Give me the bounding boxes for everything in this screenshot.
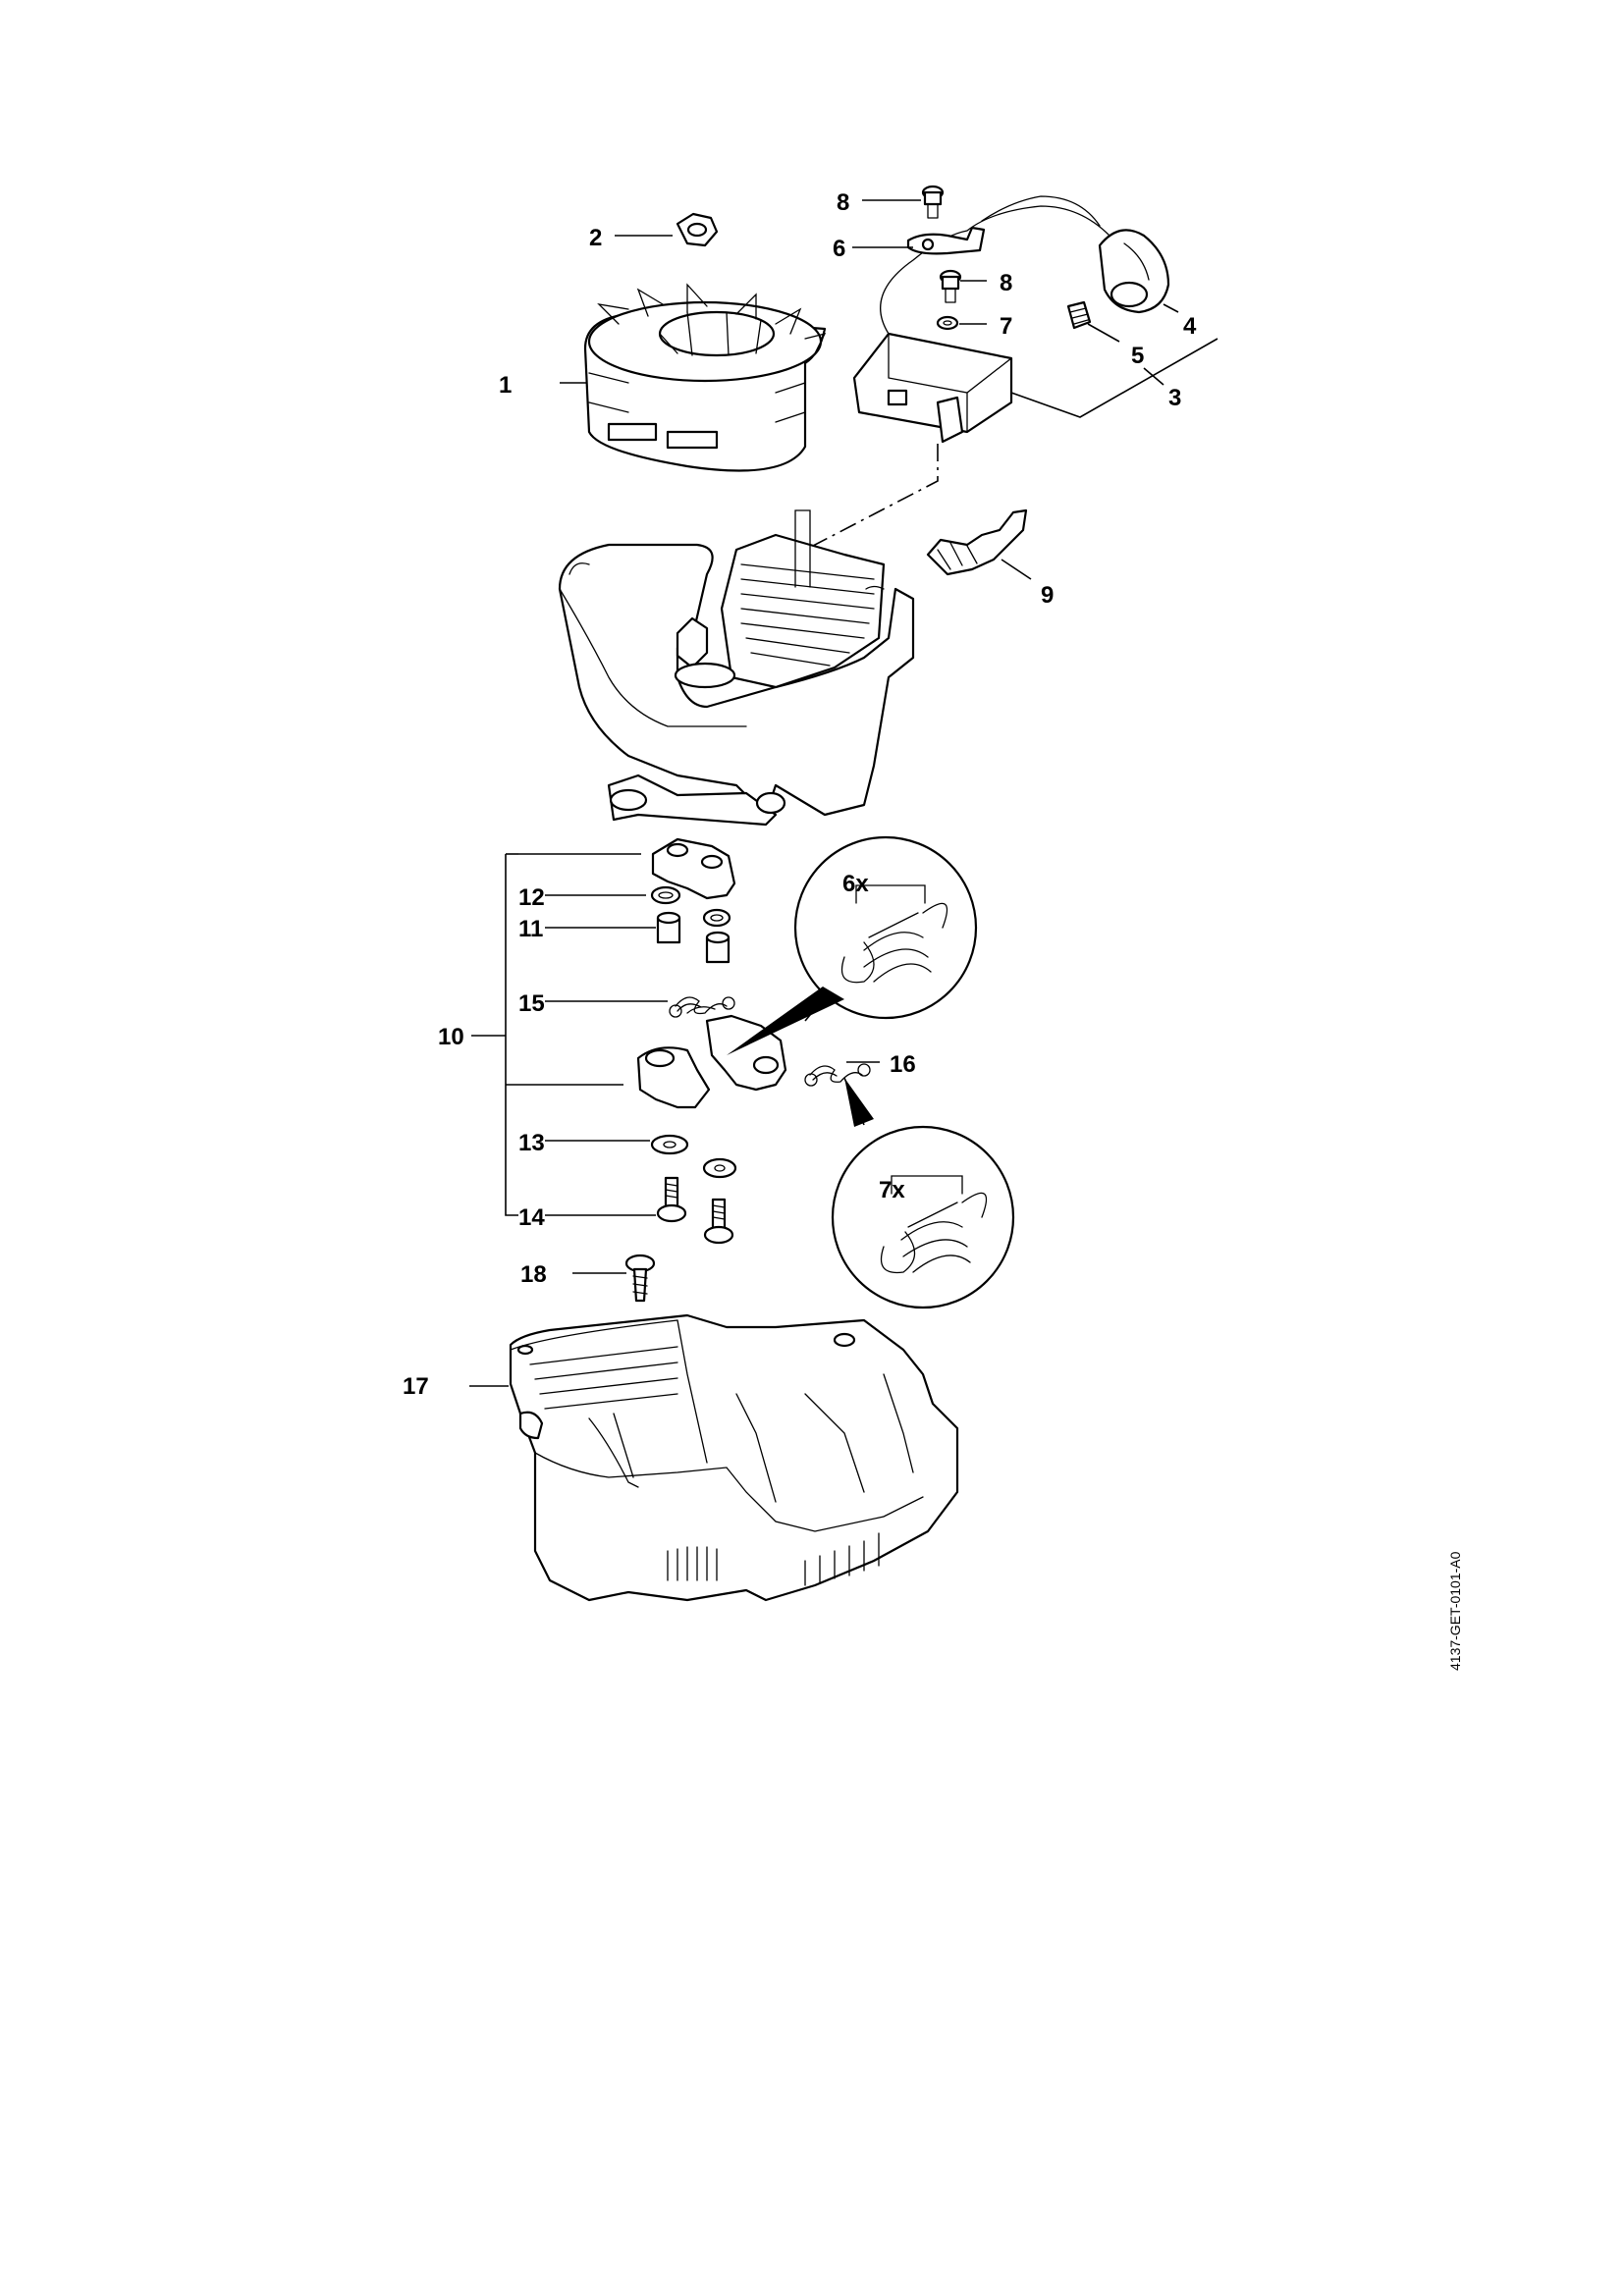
engine-block-part <box>558 509 915 827</box>
screw-part-upper <box>921 185 945 219</box>
callout-15: 15 <box>518 990 545 1017</box>
callout-12: 12 <box>518 884 545 911</box>
spring-detail-7x <box>831 1077 1015 1309</box>
callout-8a: 8 <box>837 189 849 216</box>
nut-part <box>676 212 719 247</box>
callout-labels: 1 2 3 4 5 6 7 8 8 9 10 11 12 13 14 15 16… <box>403 189 1197 1400</box>
callout-2: 2 <box>589 225 602 251</box>
clutch-assembly-bracket <box>471 853 641 1216</box>
callout-16: 16 <box>890 1051 916 1078</box>
spring-part-16 <box>804 1063 871 1087</box>
callout-7: 7 <box>1000 313 1012 340</box>
detail-label-7x: 7x <box>879 1177 905 1203</box>
screw-part-14 <box>656 1176 687 1223</box>
fan-wheel-part <box>583 283 827 472</box>
callout-5: 5 <box>1131 343 1144 369</box>
housing-part <box>509 1313 959 1602</box>
spring-detail-6x <box>727 835 978 1055</box>
washer-part <box>936 315 959 331</box>
callout-17: 17 <box>403 1373 429 1400</box>
leader-lines <box>469 199 1218 1387</box>
screw-part-18 <box>624 1254 656 1303</box>
terminal-part <box>906 226 986 255</box>
clutch-shoe-lower-left <box>636 1046 711 1109</box>
washer-part-12 <box>650 885 681 905</box>
washer-part-12b <box>702 908 731 928</box>
screw-part-lower <box>939 269 962 303</box>
spring-part-15 <box>669 996 735 1018</box>
callout-14: 14 <box>518 1204 545 1231</box>
ignition-module-part <box>852 195 1110 444</box>
callout-3: 3 <box>1168 385 1181 411</box>
alignment-line <box>789 444 939 559</box>
spark-plug-part <box>926 508 1028 576</box>
washer-part-13b <box>702 1157 737 1179</box>
callout-18: 18 <box>520 1261 547 1288</box>
spark-plug-boot-part <box>1098 229 1170 314</box>
callout-6: 6 <box>833 236 845 262</box>
callout-11: 11 <box>518 916 543 942</box>
bushing-part-11 <box>656 911 681 944</box>
callout-8b: 8 <box>1000 270 1012 296</box>
callout-1: 1 <box>499 372 512 399</box>
detail-label-6x: 6x <box>842 871 869 897</box>
washer-part-13 <box>650 1134 689 1155</box>
callout-10: 10 <box>438 1024 464 1050</box>
screw-part-14b <box>703 1198 734 1245</box>
clutch-shoe-upper <box>651 837 736 900</box>
boot-spring-part <box>1066 300 1092 330</box>
callout-4: 4 <box>1183 313 1197 340</box>
callout-13: 13 <box>518 1130 545 1156</box>
bushing-part-11b <box>705 931 731 964</box>
callout-9: 9 <box>1041 582 1054 609</box>
document-id: 4137-GET-0101-A0 <box>1447 1551 1463 1671</box>
